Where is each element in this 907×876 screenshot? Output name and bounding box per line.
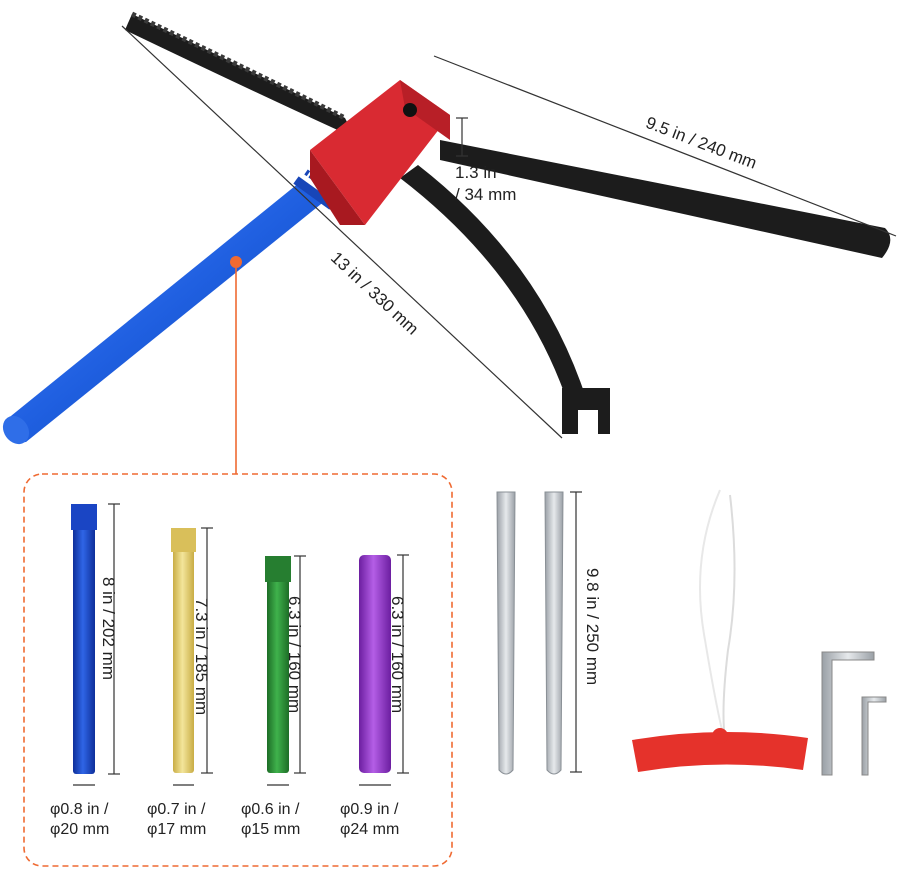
callout-pointer xyxy=(230,256,242,474)
bar-blue-length: 8 in / 202 mm xyxy=(99,577,118,680)
curved-rubber-arm xyxy=(400,165,610,434)
bar-gold xyxy=(171,528,196,773)
bar-gold-diameter: φ0.7 in /φ17 mm xyxy=(147,801,207,838)
tire-levers xyxy=(496,491,582,775)
bar-blue xyxy=(71,504,97,774)
bar-blue-diameter: φ0.8 in /φ20 mm xyxy=(50,801,110,838)
block-height-label-line1: 1.3 in xyxy=(455,163,497,182)
rim-protector xyxy=(632,489,808,772)
callout-box xyxy=(23,473,453,867)
block-height-label-line2: / 34 mm xyxy=(455,185,517,204)
bar-purple-diameter: φ0.9 in /φ24 mm xyxy=(340,801,400,838)
bar-purple xyxy=(359,555,391,773)
bar-gold-length: 7.3 in / 185 mm xyxy=(192,598,211,716)
bar-green-length: 6.3 in / 160 mm xyxy=(285,596,304,714)
bar-purple-length: 6.3 in / 160 mm xyxy=(388,596,407,714)
bar-green-diameter: φ0.6 in /φ15 mm xyxy=(241,801,301,838)
hex-keys xyxy=(821,651,887,776)
bar-dimension-lines xyxy=(73,503,409,786)
dimension-lines xyxy=(121,25,897,439)
long-rubber-arm xyxy=(440,140,891,258)
toothed-rack-arm xyxy=(125,11,355,138)
tire-lever-length: 9.8 in / 250 mm xyxy=(583,568,602,686)
bar-green xyxy=(265,556,291,773)
clamp-block xyxy=(310,80,450,225)
handle-bar xyxy=(2,169,342,445)
